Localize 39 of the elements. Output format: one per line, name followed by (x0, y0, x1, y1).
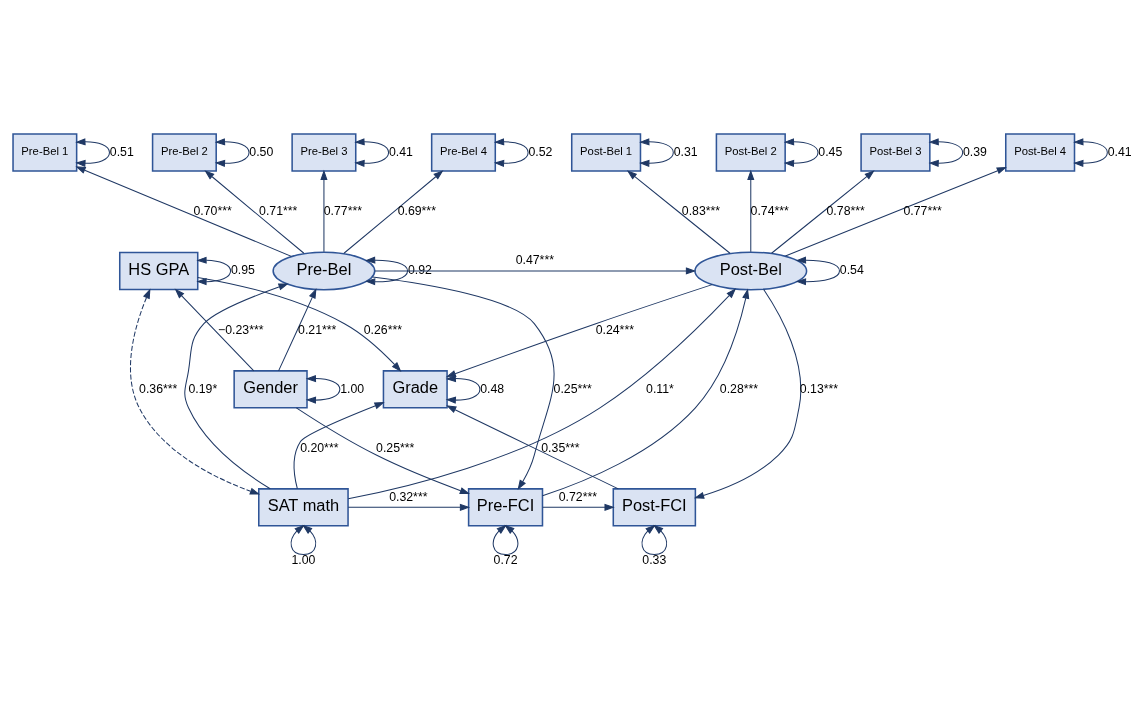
edge-label: 0.70*** (193, 203, 232, 218)
edge-label: 0.20*** (300, 440, 339, 455)
edge-label: 0.45 (818, 144, 843, 159)
edge-label: 0.48 (480, 381, 505, 396)
edge-label: 0.39 (963, 144, 987, 159)
edge-label: 0.78*** (826, 203, 865, 218)
edge-label: 0.32*** (389, 489, 428, 504)
edge-label: 0.71*** (259, 203, 298, 218)
edge-label: 0.25*** (376, 440, 415, 455)
edge-label: 0.19* (188, 381, 218, 396)
edge-label: 0.35*** (541, 440, 580, 455)
edge-label: 0.24*** (595, 322, 634, 337)
edge-label: −0.23*** (218, 322, 264, 337)
edge-label: 0.25*** (553, 381, 592, 396)
edge-label: 0.21*** (298, 322, 337, 337)
edge-label: 0.83*** (681, 203, 721, 218)
edge-label: 0.33 (642, 553, 667, 568)
edge-label: 0.41 (388, 144, 413, 159)
edge-label: 0.36*** (139, 381, 178, 396)
edge-label: 0.69*** (397, 203, 436, 218)
edge-label: 0.74*** (750, 203, 789, 218)
edge-label: 0.47*** (515, 253, 554, 268)
edge-label: 1.00 (291, 553, 316, 568)
edge-label: 0.28*** (719, 381, 759, 396)
edge-label: 0.26*** (363, 322, 403, 337)
edge-label: 0.54 (839, 263, 864, 278)
edge-label: 0.72 (493, 553, 518, 568)
edge-label: 0.52 (528, 144, 553, 159)
edge-label: 0.77*** (903, 203, 942, 218)
edge-label: 0.31 (673, 144, 698, 159)
edge-label: 0.11* (646, 381, 674, 396)
edge-label: 0.72*** (558, 489, 598, 504)
edge-label: 0.95 (230, 263, 255, 278)
edge-label: 0.41 (1107, 144, 1132, 159)
edge-label: 0.50 (249, 144, 274, 159)
edge-label: 0.77*** (323, 203, 363, 218)
edge-label: 0.51 (109, 144, 134, 159)
edge-label: 1.00 (340, 381, 365, 396)
edge-label: 0.92 (407, 263, 432, 278)
